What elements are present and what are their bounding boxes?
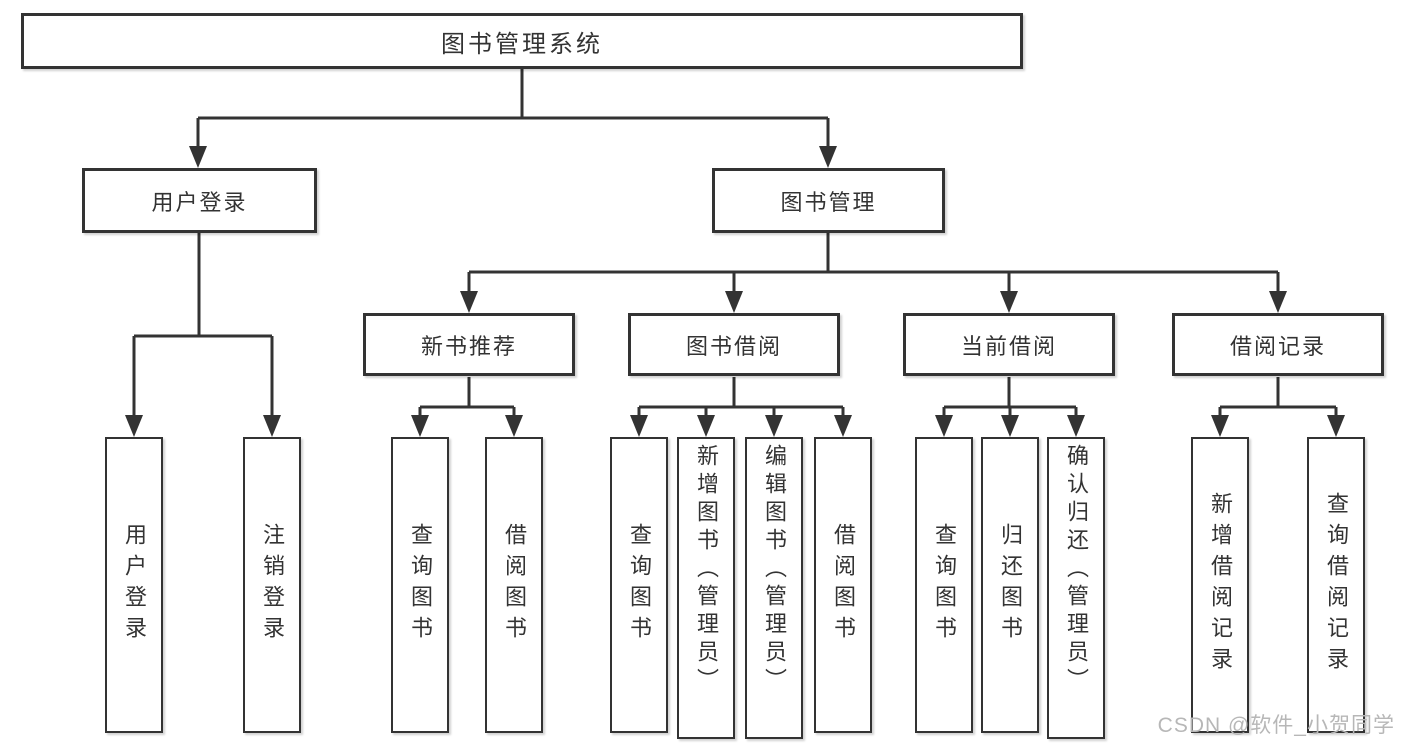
leaf-current-return-books: 归还图书: [981, 437, 1039, 733]
node-user-login-module: 用户登录: [82, 168, 317, 233]
leaf-borrowing-borrow-books-label: 借阅图书: [831, 523, 856, 647]
node-new-book-recommend: 新书推荐: [363, 313, 575, 376]
leaf-recommend-borrow-books: 借阅图书: [485, 437, 543, 733]
node-current-borrowing-label: 当前借阅: [960, 333, 1057, 359]
leaf-records-query-record: 查询借阅记录: [1307, 437, 1365, 733]
leaf-borrowing-query-books-label: 查询图书: [627, 523, 652, 647]
leaf-current-confirm-return-admin-label: 确认归还（管理员）: [1064, 444, 1089, 696]
leaf-current-confirm-return-admin: 确认归还（管理员）: [1047, 437, 1105, 739]
node-borrow-records-label: 借阅记录: [1229, 333, 1326, 359]
leaf-user-login-label: 用户登录: [122, 523, 147, 647]
leaf-recommend-query-books-label: 查询图书: [408, 523, 433, 647]
leaf-records-query-record-label: 查询借阅记录: [1324, 492, 1349, 678]
leaf-borrowing-add-books-admin: 新增图书（管理员）: [677, 437, 735, 739]
leaf-borrowing-add-books-admin-label: 新增图书（管理员）: [694, 444, 719, 696]
node-borrow-records: 借阅记录: [1172, 313, 1384, 376]
leaf-recommend-borrow-books-label: 借阅图书: [502, 523, 527, 647]
leaf-current-query-books-label: 查询图书: [932, 523, 957, 647]
leaf-recommend-query-books: 查询图书: [391, 437, 449, 733]
leaf-logout: 注销登录: [243, 437, 301, 733]
leaf-records-add-record-label: 新增借阅记录: [1208, 492, 1233, 678]
arrowhead-icons: [125, 146, 1345, 437]
leaf-borrowing-borrow-books: 借阅图书: [814, 437, 872, 733]
connector-lines: [132, 69, 1338, 419]
node-book-borrowing-label: 图书借阅: [685, 333, 782, 359]
node-book-management-label: 图书管理: [780, 189, 877, 215]
leaf-borrowing-query-books: 查询图书: [610, 437, 668, 733]
node-new-book-recommend-label: 新书推荐: [420, 333, 517, 359]
node-root-system-label: 图书管理系统: [441, 30, 603, 58]
leaf-borrowing-edit-books-admin: 编辑图书（管理员）: [745, 437, 803, 739]
node-book-management: 图书管理: [712, 168, 945, 233]
leaf-current-return-books-label: 归还图书: [998, 523, 1023, 647]
node-root-system: 图书管理系统: [21, 13, 1023, 69]
leaf-borrowing-edit-books-admin-label: 编辑图书（管理员）: [762, 444, 787, 696]
leaf-logout-label: 注销登录: [260, 523, 285, 647]
node-user-login-module-label: 用户登录: [151, 189, 248, 215]
leaf-current-query-books: 查询图书: [915, 437, 973, 733]
node-book-borrowing: 图书借阅: [628, 313, 840, 376]
leaf-records-add-record: 新增借阅记录: [1191, 437, 1249, 733]
node-current-borrowing: 当前借阅: [903, 313, 1115, 376]
leaf-user-login: 用户登录: [105, 437, 163, 733]
csdn-watermark: CSDN @软件_小贺同学: [1157, 714, 1395, 737]
